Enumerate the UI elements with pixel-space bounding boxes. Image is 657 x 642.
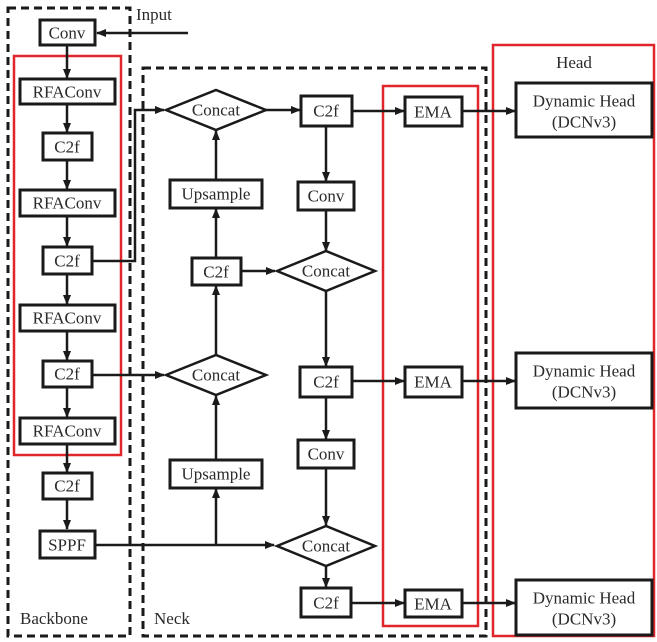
backbone-rfaconv-node-2: RFAConv xyxy=(18,188,117,218)
upsample-label: Upsample xyxy=(182,465,251,484)
neck-upsample-bottom-node: Upsample xyxy=(168,458,264,490)
head-title: Dynamic Head xyxy=(533,362,636,381)
ema-highlight-frame xyxy=(381,84,480,628)
head-title: Dynamic Head xyxy=(533,92,636,111)
concat-label: Concat xyxy=(192,366,240,385)
neck-c2f-mid-left-node: C2f xyxy=(190,256,243,287)
neck-concat-bottom-node: Concat xyxy=(273,524,379,568)
head-subtitle: (DCNv3) xyxy=(552,610,616,629)
backbone-rfaconv-node-3: RFAConv xyxy=(18,303,117,333)
connections xyxy=(63,29,516,607)
concat-label: Concat xyxy=(192,101,240,120)
rfaconv-label: RFAConv xyxy=(33,422,102,441)
ema-label: EMA xyxy=(414,103,453,122)
ema-node-1: EMA xyxy=(403,95,464,128)
c2f-label: C2f xyxy=(54,138,80,157)
ema-node-2: EMA xyxy=(403,365,464,399)
dynamic-head-node-3: Dynamic Head (DCNv3) xyxy=(514,578,654,637)
c2f-label: C2f xyxy=(54,252,80,271)
upsample-label: Upsample xyxy=(182,185,251,204)
backbone-sppf-node: SPPF xyxy=(38,529,97,560)
neck-c2f-mid-node: C2f xyxy=(298,365,354,399)
backbone-rfaconv-node-1: RFAConv xyxy=(18,77,117,106)
neck-conv-mid-node: Conv xyxy=(296,438,356,470)
backbone-label: Backbone xyxy=(20,609,88,628)
neck-group-frame xyxy=(141,66,488,638)
sppf-label: SPPF xyxy=(48,536,86,555)
backbone-group-frame xyxy=(6,6,132,638)
neck-c2f-bottom-node: C2f xyxy=(299,586,353,619)
head-title: Dynamic Head xyxy=(533,589,636,608)
c2f-label: C2f xyxy=(313,373,339,392)
dynamic-head-node-2: Dynamic Head (DCNv3) xyxy=(514,351,654,410)
neck-concat-mid-left-node: Concat xyxy=(162,353,270,397)
head-label: Head xyxy=(556,53,592,72)
backbone-c2f-node-2: C2f xyxy=(41,245,94,276)
concat-label: Concat xyxy=(302,537,350,556)
ema-node-3: EMA xyxy=(403,588,464,619)
backbone-conv-label: Conv xyxy=(49,24,86,43)
c2f-label: C2f xyxy=(313,594,339,613)
backbone-c2f-node-1: C2f xyxy=(41,131,94,162)
c2f-label: C2f xyxy=(54,365,80,384)
neck-concat-mid-right-node: Concat xyxy=(273,249,379,293)
c2f-label: C2f xyxy=(313,102,339,121)
input-label: Input xyxy=(136,5,172,24)
concat-label: Concat xyxy=(302,262,350,281)
neck-conv-top-node: Conv xyxy=(296,180,356,212)
backbone-c2f-node-3: C2f xyxy=(41,359,94,389)
neck-c2f-top-node: C2f xyxy=(299,94,354,128)
ema-label: EMA xyxy=(414,373,453,392)
backbone-conv-node: Conv xyxy=(38,18,97,47)
neck-concat-top-node: Concat xyxy=(162,88,270,132)
conv-label: Conv xyxy=(308,187,345,206)
head-subtitle: (DCNv3) xyxy=(552,113,616,132)
conv-label: Conv xyxy=(308,445,345,464)
ema-label: EMA xyxy=(414,595,453,614)
head-subtitle: (DCNv3) xyxy=(552,383,616,402)
rfaconv-label: RFAConv xyxy=(33,309,102,328)
neck-label: Neck xyxy=(154,609,190,628)
dynamic-head-node-1: Dynamic Head (DCNv3) xyxy=(514,81,654,139)
arrow-c2f2-concat-top xyxy=(92,106,165,263)
backbone-rfaconv-node-4: RFAConv xyxy=(18,416,117,446)
c2f-label: C2f xyxy=(54,477,80,496)
neck-upsample-top-node: Upsample xyxy=(168,178,264,210)
rfaconv-label: RFAConv xyxy=(33,83,102,102)
backbone-c2f-node-4: C2f xyxy=(41,471,94,501)
c2f-label: C2f xyxy=(203,263,229,282)
rfaconv-label: RFAConv xyxy=(33,194,102,213)
